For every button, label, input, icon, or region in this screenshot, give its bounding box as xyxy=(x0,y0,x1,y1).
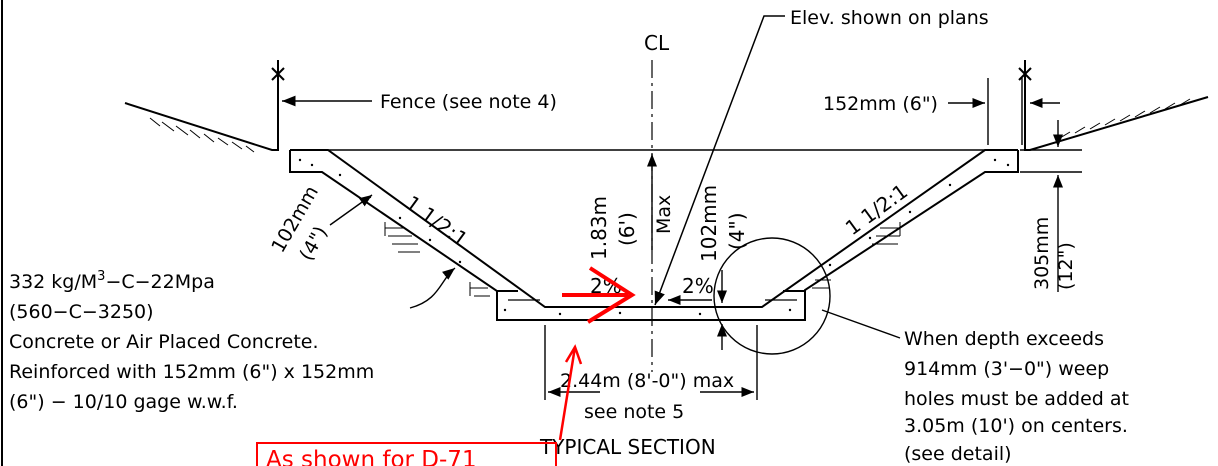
svg-text:(560−C−3250): (560−C−3250) xyxy=(9,301,154,323)
dim-152-label: 152mm (6") xyxy=(823,93,938,115)
red-markup xyxy=(558,266,636,441)
ground-right xyxy=(1024,66,1209,151)
section-title: TYPICAL SECTION xyxy=(539,435,716,459)
slope-left: 1 1/2:1 xyxy=(401,191,472,252)
ground-left xyxy=(124,66,279,153)
bottom-width-dim xyxy=(544,325,758,400)
dim-152-arrows xyxy=(948,78,1060,145)
svg-text:332 kg/M3−C−22Mpa: 332 kg/M3−C−22Mpa xyxy=(9,269,215,293)
weep-note: When depth exceeds 914mm (3'−0") weep ho… xyxy=(904,328,1129,465)
svg-text:3.05m (10') on centers.: 3.05m (10') on centers. xyxy=(904,415,1128,437)
svg-text:(6") − 10/10 gage w.w.f.: (6") − 10/10 gage w.w.f. xyxy=(9,391,238,413)
fence-post-left xyxy=(271,60,285,150)
elev-leader xyxy=(654,15,785,306)
concrete-note: 332 kg/M3−C−22Mpa (560−C−3250) Concrete … xyxy=(9,269,374,413)
concrete-stipple xyxy=(298,158,1010,316)
dim-102-left-arrow xyxy=(329,194,373,226)
dim-305-lines xyxy=(1020,120,1082,292)
red-callout-box xyxy=(256,442,557,466)
red-callout-text: As shown for D-71 xyxy=(266,447,477,466)
depth-label-a: 1.83m xyxy=(587,196,611,260)
bottom-width-label: 2.44m (8'-0") max xyxy=(560,370,734,392)
see-note-5: see note 5 xyxy=(584,401,684,423)
svg-text:(see detail): (see detail) xyxy=(904,443,1012,465)
dim-102-mid-a: 102mm xyxy=(697,185,721,262)
centerline-label: CL xyxy=(644,31,670,55)
svg-text:When depth exceeds: When depth exceeds xyxy=(904,328,1104,350)
svg-text:holes must be added at: holes must be added at xyxy=(904,388,1129,410)
concrete-leader xyxy=(409,267,456,309)
weep-leader xyxy=(821,309,901,339)
depth-label-c: Max xyxy=(653,195,675,234)
svg-text:Concrete or Air Placed Concret: Concrete or Air Placed Concrete. xyxy=(9,331,319,353)
depth-label-b: (6') xyxy=(615,212,639,246)
fence-post-right xyxy=(1018,60,1032,150)
weep-detail-circle xyxy=(713,237,831,355)
dim-102-mid-b: (4") xyxy=(725,212,749,250)
svg-text:Reinforced with 152mm (6") x 1: Reinforced with 152mm (6") x 152mm xyxy=(9,361,374,383)
red-leader xyxy=(558,346,577,441)
channel-lining xyxy=(289,149,1019,321)
dim-305-label-a: 305mm xyxy=(1031,217,1053,290)
red-arrow-head xyxy=(586,266,636,324)
svg-text:914mm (3'−0") weep: 914mm (3'−0") weep xyxy=(904,358,1109,380)
elev-note: Elev. shown on plans xyxy=(790,7,989,29)
fence-note: Fence (see note 4) xyxy=(380,91,557,113)
cross-slope-right: 2% xyxy=(682,274,714,298)
dim-305-label-b: (12") xyxy=(1055,242,1077,290)
